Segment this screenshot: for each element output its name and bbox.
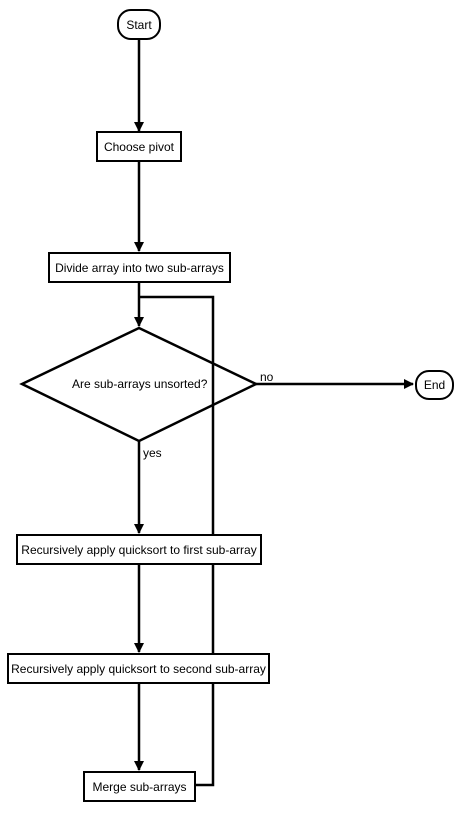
edge-label-no: no bbox=[260, 370, 274, 384]
merge-label: Merge sub-arrays bbox=[92, 779, 187, 794]
recurse-second-label: Recursively apply quicksort to second su… bbox=[11, 661, 266, 676]
start-terminal: Start bbox=[117, 9, 161, 40]
end-label: End bbox=[423, 378, 446, 392]
decision-label: Are sub-arrays unsorted? bbox=[72, 377, 208, 391]
recurse-first-box: Recursively apply quicksort to first sub… bbox=[16, 534, 262, 565]
end-terminal: End bbox=[415, 370, 454, 400]
recurse-first-label: Recursively apply quicksort to first sub… bbox=[21, 542, 257, 557]
merge-box: Merge sub-arrays bbox=[83, 771, 196, 802]
recurse-second-box: Recursively apply quicksort to second su… bbox=[7, 653, 270, 684]
choose-pivot-box: Choose pivot bbox=[96, 131, 182, 162]
edge-label-yes: yes bbox=[143, 446, 162, 460]
divide-array-box: Divide array into two sub-arrays bbox=[48, 252, 231, 283]
start-label: Start bbox=[126, 17, 152, 32]
divide-array-label: Divide array into two sub-arrays bbox=[55, 260, 224, 275]
choose-pivot-label: Choose pivot bbox=[103, 139, 175, 154]
